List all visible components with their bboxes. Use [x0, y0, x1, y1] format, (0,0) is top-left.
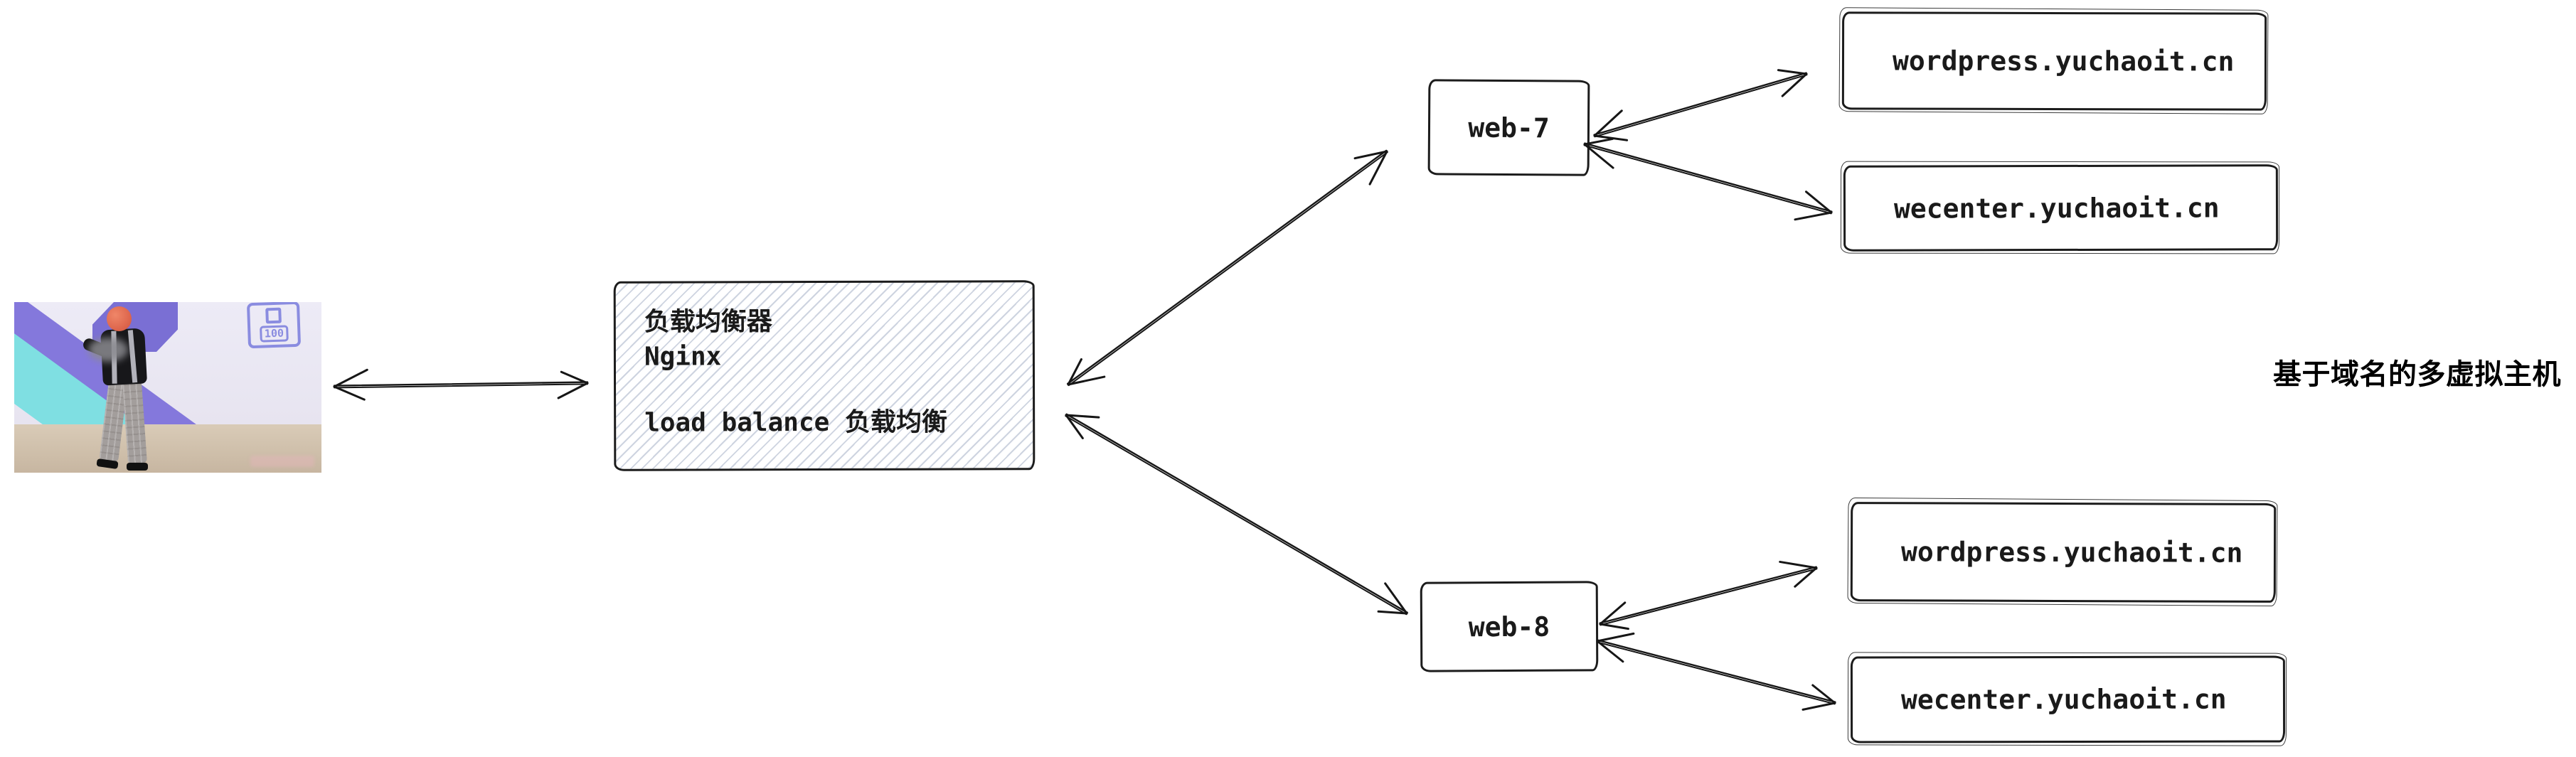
server-label-web7: web-7 [1468, 112, 1550, 144]
person-orange-head [107, 306, 132, 331]
arrow-web7-wecenter [1583, 137, 1833, 221]
person-blurred-hands [88, 338, 128, 362]
spacer [644, 373, 1018, 405]
load-balancer-node: 负载均衡器 Nginx load balance 负载均衡 [613, 280, 1036, 471]
gif-floor [14, 424, 321, 473]
vhost-label-web7-wecenter: wecenter.yuchaoit.cn [1893, 191, 2220, 225]
vhost-node-web8-wecenter: wecenter.yuchaoit.cn [1850, 655, 2286, 743]
vhost-label-web8-wecenter: wecenter.yuchaoit.cn [1900, 683, 2227, 716]
vhost-node-web7-wordpress: wordpress.yuchaoit.cn [1841, 11, 2267, 111]
produce-100-badge: 100 [246, 302, 302, 349]
client-gif-image: 100 [14, 302, 321, 473]
badge-logo-glyph [265, 307, 282, 324]
vhost-node-web7-wecenter: wecenter.yuchaoit.cn [1843, 164, 2279, 252]
gif-watermark [250, 456, 314, 467]
vhost-node-web8-wordpress: wordpress.yuchaoit.cn [1850, 502, 2277, 603]
vhost-label-web7-wordpress: wordpress.yuchaoit.cn [1892, 45, 2235, 77]
server-label-web8: web-8 [1468, 611, 1550, 643]
load-balancer-caption: load balance 负载均衡 [644, 407, 947, 438]
server-node-web8: web-8 [1420, 581, 1599, 672]
server-node-web7: web-7 [1427, 79, 1590, 176]
load-balancer-software: Nginx [644, 342, 722, 372]
arrow-client-lb [333, 368, 589, 401]
vhost-label-web8-wordpress: wordpress.yuchaoit.cn [1900, 536, 2243, 569]
arrow-web7-wordpress [1593, 69, 1808, 141]
load-balancer-title: 负载均衡器 [644, 307, 772, 337]
arrow-lb-web7 [1066, 149, 1388, 387]
arrow-lb-web8 [1065, 413, 1408, 616]
person-right-shoe [127, 463, 148, 471]
badge-number: 100 [260, 325, 289, 343]
arrow-web8-wordpress [1599, 560, 1818, 630]
annotation-domain-vhosts: 基于域名的多虚拟主机 [2273, 359, 2561, 390]
person-suspender-strap [127, 330, 138, 383]
arrow-web8-wecenter [1596, 632, 1836, 711]
